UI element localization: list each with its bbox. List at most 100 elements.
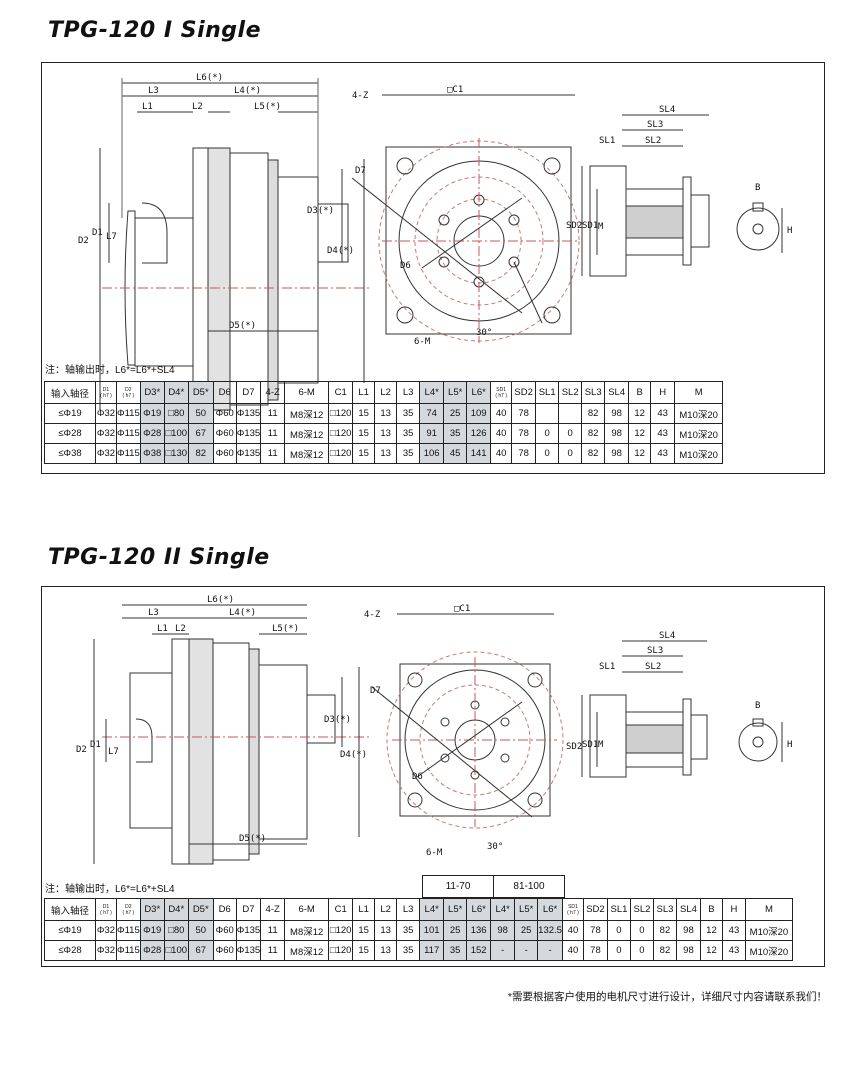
technical-drawing-2: L6(*) L3 L4(*) L1 L2 L5(*) D2 D1 L7 D3(*… [76, 595, 792, 865]
header-cell: SL4 [604, 381, 630, 404]
label-D1: D1 [92, 228, 103, 238]
label-SL3: SL3 [647, 120, 663, 130]
header-cell: L4* [419, 898, 445, 921]
header-cell: B [628, 381, 652, 404]
label-D3: D3(*) [307, 206, 334, 216]
table-cell: 67 [187, 940, 214, 961]
table-cell: M10深20 [674, 423, 724, 444]
table-cell: 43 [650, 423, 676, 444]
label-angle: 30° [476, 328, 492, 338]
table-cell: □80 [163, 920, 189, 941]
table-cell: 50 [187, 403, 214, 424]
table-cell: Φ135 [235, 920, 262, 941]
table-cell: 74 [419, 403, 445, 424]
label-L5: L5(*) [254, 102, 281, 112]
table-cell: 25 [443, 403, 468, 424]
group-81-100: 81-100 [493, 875, 565, 898]
label2-4Z: 4-Z [364, 610, 381, 620]
table-cell: 35 [396, 940, 421, 961]
label2-M: M [598, 740, 604, 750]
label2-L7: L7 [108, 747, 119, 757]
drawing-panel-2: L6(*) L3 L4(*) L1 L2 L5(*) D2 D1 L7 D3(*… [41, 586, 825, 967]
table-cell: 40 [561, 920, 584, 941]
table-cell: 98 [675, 920, 701, 941]
label2-L1: L1 [157, 624, 168, 634]
header-cell: SD2 [511, 381, 537, 404]
header-cell: L5* [443, 898, 468, 921]
table-cell: 0 [606, 920, 631, 941]
table-cell: 98 [490, 920, 516, 941]
header-cell: SL1 [606, 898, 631, 921]
label2-L6: L6(*) [207, 595, 234, 605]
table-cell: 82 [187, 443, 214, 464]
table-cell: 15 [352, 443, 376, 464]
table-cell: 82 [652, 940, 677, 961]
table-cell: □100 [163, 940, 189, 961]
header-cell: D7 [235, 898, 262, 921]
table-cell: 12 [628, 423, 652, 444]
table-cell: M8深12 [284, 940, 330, 961]
label-L2: L2 [192, 102, 203, 112]
table-cell: Φ28 [139, 940, 165, 961]
header-cell: L2 [374, 381, 398, 404]
header-cell: 6-M [284, 381, 330, 404]
table-cell: M10深20 [674, 403, 724, 424]
label-SL1: SL1 [599, 136, 615, 146]
label2-SL3: SL3 [647, 646, 663, 656]
table-cell: □120 [328, 920, 354, 941]
label-C1: □C1 [447, 85, 463, 95]
header-cell: 输入轴径 [44, 381, 96, 404]
technical-drawing-1: L6(*) L3 L4(*) L1 L2 L5(*) D2 D1 L7 D3(*… [78, 73, 792, 411]
section1-title: TPG-120 I Single [48, 18, 262, 43]
label2-6M: 6-M [426, 848, 443, 858]
table-cell: 98 [604, 403, 630, 424]
label-D4: D4(*) [327, 246, 354, 256]
table-cell: 15 [352, 403, 376, 424]
label-M: M [598, 222, 604, 232]
table-cell: □120 [328, 443, 354, 464]
table-cell: M8深12 [284, 403, 330, 424]
label2-D3: D3(*) [324, 715, 351, 725]
label-H: H [787, 226, 792, 236]
label-4Z: 4-Z [352, 91, 369, 101]
label-L4: L4(*) [234, 86, 261, 96]
table-cell: Φ38 [139, 443, 165, 464]
header-cell: H [650, 381, 676, 404]
table-cell: M10深20 [744, 940, 793, 961]
table-cell: 50 [187, 920, 214, 941]
label2-L5: L5(*) [272, 624, 299, 634]
table-cell: 13 [374, 423, 398, 444]
label-L6: L6(*) [196, 73, 223, 83]
section1-note: 注：轴输出时，L6*=L6*+SL4 [45, 365, 175, 376]
header-cell: L3 [396, 381, 421, 404]
header-cell: D2( h7 ) [116, 381, 141, 404]
table-cell: 82 [581, 423, 606, 444]
header-cell: D4* [163, 898, 189, 921]
table-cell: - [490, 940, 516, 961]
table-cell: Φ60 [212, 940, 237, 961]
table-cell: M8深12 [284, 423, 330, 444]
header-cell: D1( h7 ) [95, 381, 117, 404]
label2-D6: D6 [412, 772, 423, 782]
header-cell: D6 [212, 381, 237, 404]
header-cell: SD2 [582, 898, 608, 921]
label2-L3: L3 [148, 608, 159, 618]
table-cell: Φ135 [235, 423, 262, 444]
group-header-table: 11-70 81-100 [422, 875, 565, 898]
table-cell: 82 [652, 920, 677, 941]
label2-L2: L2 [175, 624, 186, 634]
header-cell: SL4 [675, 898, 701, 921]
table-cell: 0 [535, 443, 560, 464]
header-cell: SL2 [558, 381, 583, 404]
table-cell: Φ32 [95, 403, 117, 424]
label-SL4: SL4 [659, 105, 675, 115]
label-B: B [755, 183, 760, 193]
table-cell [558, 403, 583, 424]
table-cell: 101 [419, 920, 445, 941]
table-cell: 132.5 [537, 920, 563, 941]
table-cell: 0 [629, 920, 654, 941]
table-cell: 35 [396, 403, 421, 424]
table-cell: 98 [675, 940, 701, 961]
table-cell: □80 [163, 403, 189, 424]
header-cell: L6* [466, 898, 492, 921]
